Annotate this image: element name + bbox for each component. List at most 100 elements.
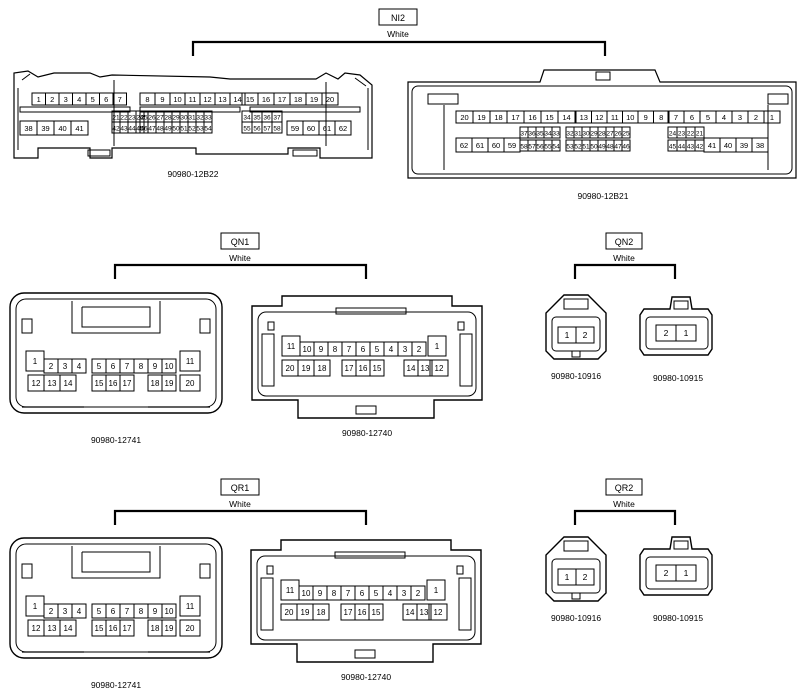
qr1-12741-pin: 4 [77, 607, 82, 616]
qr1-12740-pin: 16 [358, 608, 367, 617]
qn1-12740-pin: 1 [435, 342, 440, 351]
qr1-12740-pin: 11 [286, 586, 295, 595]
qn1-12740-pin-cell [369, 359, 385, 377]
b21-pin-cell [503, 137, 521, 153]
qn1-bracket [113, 263, 368, 279]
qr1-12741-pin: 19 [165, 624, 174, 633]
group-label-box-qn2 [605, 232, 643, 250]
qn1-12741-latch [71, 301, 161, 334]
part-number-12b22: 90980-12B22 [167, 169, 218, 179]
qr1-12740-pin-cell [426, 579, 446, 601]
b21-pin: 41 [708, 141, 716, 150]
qr1-12740-hole [456, 565, 464, 575]
qr1-12740-pin: 13 [420, 608, 429, 617]
qn1-12740-pin-cell [417, 359, 433, 377]
qn1-12741-pin-cell [59, 374, 77, 392]
qn1-12741-inner [15, 298, 217, 408]
qr1-12740-inner [256, 555, 476, 641]
b22-pin: 27 [156, 115, 164, 122]
qr1-12741-pin-cell [59, 619, 77, 637]
b21-pin-cell [694, 126, 705, 139]
b22-pin: 19 [310, 95, 318, 104]
qr1-12741-guide [199, 563, 211, 579]
b22-pin: 15 [246, 95, 254, 104]
qn1-12740-pin: 2 [417, 345, 422, 354]
qr2-10916-latch [563, 540, 589, 552]
b21-pin: 13 [580, 113, 588, 122]
qn1-12741-guide [21, 318, 33, 334]
qr1-12741-pin-cell [179, 619, 201, 637]
qn1-12740-outline [251, 295, 483, 419]
b21-pin: 40 [724, 141, 732, 150]
qr2-10916-outline [545, 536, 607, 602]
b21-pin: 19 [477, 113, 485, 122]
b21-pin: 12 [595, 113, 603, 122]
b21-pin: 15 [545, 113, 553, 122]
qn1-12740-pin: 16 [359, 364, 368, 373]
group-label-box-qr1 [220, 478, 260, 496]
b22-pin: 11 [189, 95, 197, 104]
qn1-12741-pin: 1 [33, 357, 38, 366]
qr1-12740-pin: 15 [372, 608, 381, 617]
qr2-10915-inner [645, 556, 709, 590]
b22-pin: 9 [160, 95, 164, 104]
qr1-12741-pin: 1 [33, 602, 38, 611]
b21-corner-tab [767, 93, 789, 105]
b21-pin: 56 [536, 144, 544, 151]
group-color-qn1: White [229, 253, 251, 263]
b21-pin: 51 [582, 144, 590, 151]
b21-outline [407, 69, 797, 179]
b21-pin: 37 [520, 131, 528, 138]
qn1-12740-top-rib [335, 307, 407, 315]
qn1-12741-pin: 16 [109, 379, 118, 388]
b22-pin: 3 [64, 95, 68, 104]
b22-pin: 60 [307, 124, 315, 133]
group-color-qr2: White [613, 499, 635, 509]
qn1-12741-pin: 19 [165, 379, 174, 388]
b21-pin: 38 [756, 141, 764, 150]
qr1-12741-pin: 16 [109, 624, 118, 633]
qr1-12740-pin: 14 [406, 608, 415, 617]
b22-pin: 48 [156, 126, 164, 133]
b21-pin-cell [621, 126, 631, 139]
qr1-12740-pin-cell [312, 603, 330, 621]
b22-pin: 23 [128, 115, 136, 122]
qn1-12741-pin: 9 [153, 362, 158, 371]
b21-pin: 34 [544, 131, 552, 138]
qr1-12740-outline [250, 539, 482, 663]
b22-pin: 36 [263, 115, 271, 122]
b21-pin-cell [551, 126, 561, 139]
qr1-12741-pin: 13 [48, 624, 57, 633]
part-number-qr2-10915: 90980-10915 [653, 613, 703, 623]
qn1-12741-pin: 17 [123, 379, 132, 388]
qr1-12740-pin: 7 [346, 589, 351, 598]
qr1-12741-outline [9, 537, 223, 659]
b21-pin: 35 [536, 131, 544, 138]
b21-pin: 4 [722, 113, 726, 122]
qn1-12740-side-rail [261, 333, 275, 387]
b22-side-details [17, 73, 369, 150]
b22-pin: 44 [128, 126, 136, 133]
qr1-12740-pin: 19 [301, 608, 310, 617]
b21-pin: 3 [738, 113, 742, 122]
qn1-12740-pin-cell [429, 359, 449, 377]
b21-pin-cell [557, 110, 576, 124]
b22-pin: 56 [253, 126, 261, 133]
qr1-12741-pin: 8 [139, 607, 144, 616]
qr1-12741-pin: 2 [49, 607, 54, 616]
qn1-12740-pin-cell [427, 335, 447, 357]
b21-pin: 47 [614, 144, 622, 151]
b22-pin: 39 [41, 124, 49, 133]
b22-pin: 30 [180, 115, 188, 122]
b22-pin: 31 [188, 115, 196, 122]
b22-pin: 33 [204, 115, 212, 122]
qr1-12740-pin: 20 [285, 608, 294, 617]
qn1-12741-pin-cell [161, 374, 177, 392]
b22-pin: 53 [196, 126, 204, 133]
qr1-12741-pin: 5 [97, 607, 102, 616]
b21-pin: 1 [770, 113, 774, 122]
b21-pin: 7 [674, 113, 678, 122]
qr1-12741-pin: 14 [64, 624, 73, 633]
b22-pin: 40 [58, 124, 66, 133]
b21-pin: 36 [528, 131, 536, 138]
